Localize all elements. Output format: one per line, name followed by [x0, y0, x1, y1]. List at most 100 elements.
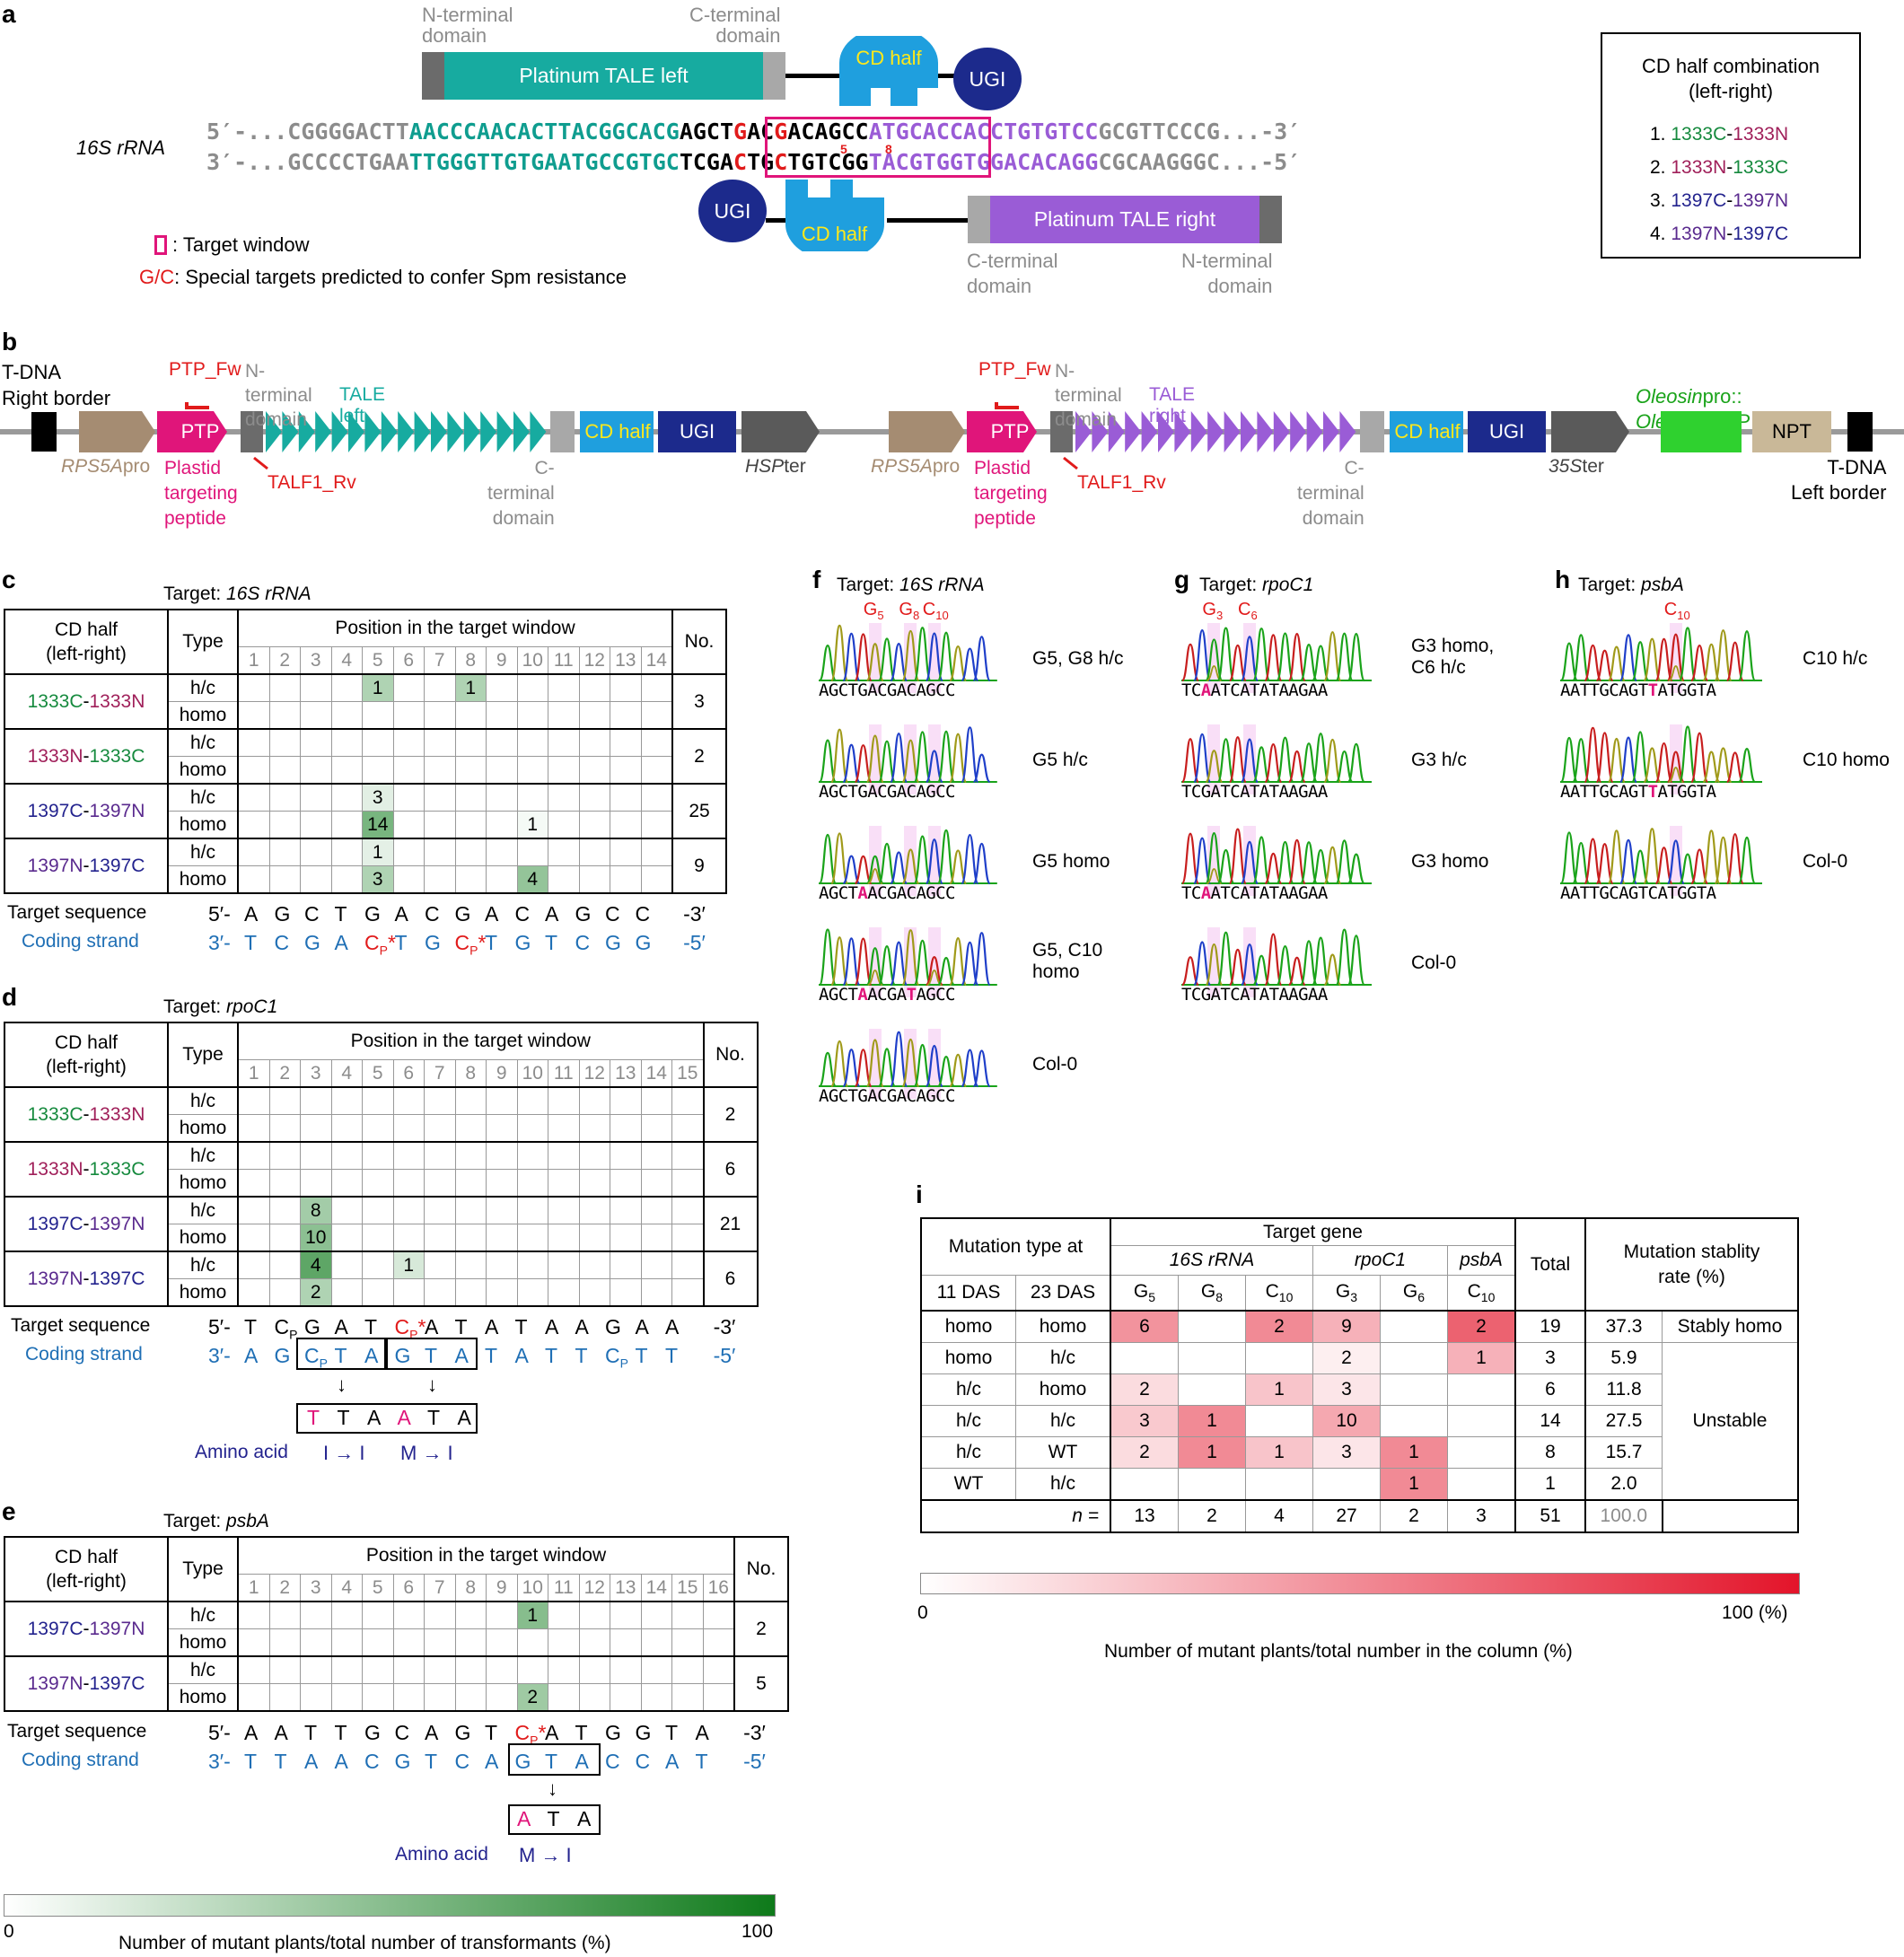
- unstable-cell: Unstable: [1662, 1342, 1799, 1501]
- empty-cell: [610, 783, 642, 812]
- count-cell: 1: [454, 673, 487, 702]
- trace-label: G5 h/c: [1032, 750, 1088, 770]
- peak: [1276, 840, 1294, 885]
- peak: [913, 939, 932, 987]
- seq-token: G: [394, 1750, 411, 1773]
- down-arrow-icon: ↓: [337, 1373, 347, 1396]
- empty-cell: [237, 1628, 270, 1657]
- base-call: T: [1181, 883, 1191, 903]
- peak: [1678, 853, 1698, 885]
- tale-repeat: [1125, 411, 1142, 452]
- peak: [890, 851, 908, 885]
- empty-cell: [268, 1114, 301, 1143]
- empty-cell: [548, 728, 580, 757]
- mutant-codon-letter: T: [427, 1406, 441, 1429]
- mark-subscript: 8: [912, 609, 920, 622]
- base-call: C: [838, 883, 848, 903]
- seq-token: CP*: [515, 1721, 547, 1748]
- base-call: T: [1589, 883, 1600, 903]
- base-call: A: [916, 1086, 926, 1106]
- peak: [1216, 738, 1235, 784]
- empty-cell: [516, 756, 548, 785]
- empty-cell: [424, 783, 456, 812]
- seq-token: 5′-: [208, 902, 231, 926]
- no-header: No.: [671, 609, 727, 675]
- peak: [1619, 736, 1638, 784]
- chromatogram-trace: [819, 829, 997, 885]
- total-cell: 19: [1514, 1310, 1586, 1343]
- empty-cell: [424, 1601, 456, 1629]
- peak: [877, 740, 897, 784]
- peak: [877, 945, 897, 987]
- seq-token: T: [545, 931, 558, 954]
- peak: [1654, 742, 1673, 784]
- empty-cell: [640, 1683, 672, 1712]
- das11-cell: homo: [920, 1310, 1016, 1343]
- empty-cell: [486, 756, 518, 785]
- peak: [1619, 634, 1638, 682]
- empty-cell: [454, 783, 487, 812]
- empty-cell: [1380, 1342, 1448, 1374]
- rate-cell: 37.3: [1584, 1310, 1663, 1343]
- empty-cell: [454, 756, 487, 785]
- empty-cell: [1245, 1342, 1313, 1374]
- peak: [1252, 954, 1271, 987]
- base-call: C: [906, 782, 917, 802]
- base-call: G: [886, 680, 897, 700]
- base-call: A: [1560, 782, 1570, 802]
- seq-row-label: Target sequence: [7, 1721, 147, 1742]
- base-call: A: [1307, 782, 1318, 802]
- tale-repeat: [1224, 411, 1241, 452]
- seq-token: A: [485, 1315, 499, 1338]
- peak: [913, 627, 932, 682]
- base-call: T: [847, 782, 858, 802]
- peak: [1193, 629, 1212, 682]
- empty-cell: [300, 1141, 332, 1170]
- base-call: C: [1609, 680, 1619, 700]
- empty-cell: [330, 838, 363, 866]
- empty-cell: [392, 701, 425, 730]
- mutant-codon-letter: T: [337, 1406, 350, 1429]
- base-call: T: [1579, 680, 1590, 700]
- peak: [830, 832, 849, 885]
- total-header: Total: [1514, 1217, 1586, 1312]
- base-call: T: [1249, 680, 1259, 700]
- cd-half-label-bottom: CD half: [801, 223, 868, 245]
- empty-cell: [578, 756, 610, 785]
- position-cell: 8: [454, 1059, 487, 1088]
- peak: [1287, 838, 1306, 885]
- empty-cell: [424, 1169, 456, 1198]
- seq-token: T: [545, 1750, 558, 1773]
- empty-cell: [300, 701, 332, 730]
- seq-token: C: [635, 902, 651, 926]
- target-window-box: [765, 117, 991, 178]
- base-call: A: [1317, 782, 1328, 802]
- empty-cell: [578, 1655, 610, 1684]
- empty-cell: [640, 1196, 672, 1224]
- peak: [1276, 736, 1294, 784]
- seq-token: CP: [304, 1344, 328, 1371]
- empty-cell: [1178, 1373, 1246, 1406]
- empty-cell: [392, 1683, 425, 1712]
- empty-cell: [610, 1683, 642, 1712]
- empty-cell: [486, 1683, 518, 1712]
- gene-column-header: G3: [1312, 1275, 1381, 1312]
- table-row: homo: [4, 1169, 758, 1198]
- empty-cell: [578, 811, 610, 839]
- position-cell: 12: [578, 1574, 610, 1602]
- position-cell: 5: [362, 646, 394, 675]
- combo-index: 4.: [1650, 224, 1666, 244]
- empty-cell: [578, 1086, 610, 1115]
- das11-cell: h/c: [920, 1405, 1016, 1437]
- combo-left: 1397C: [27, 1618, 83, 1639]
- base-call: A: [1210, 883, 1221, 903]
- n-terminal-label-a: N-terminal domain: [422, 4, 513, 47]
- mark-subscript: 6: [1250, 609, 1258, 622]
- nucleotide: CP: [274, 1315, 298, 1342]
- empty-cell: [268, 756, 301, 785]
- tale-repeat: [1273, 411, 1290, 452]
- chromatogram-trace: [819, 1031, 997, 1088]
